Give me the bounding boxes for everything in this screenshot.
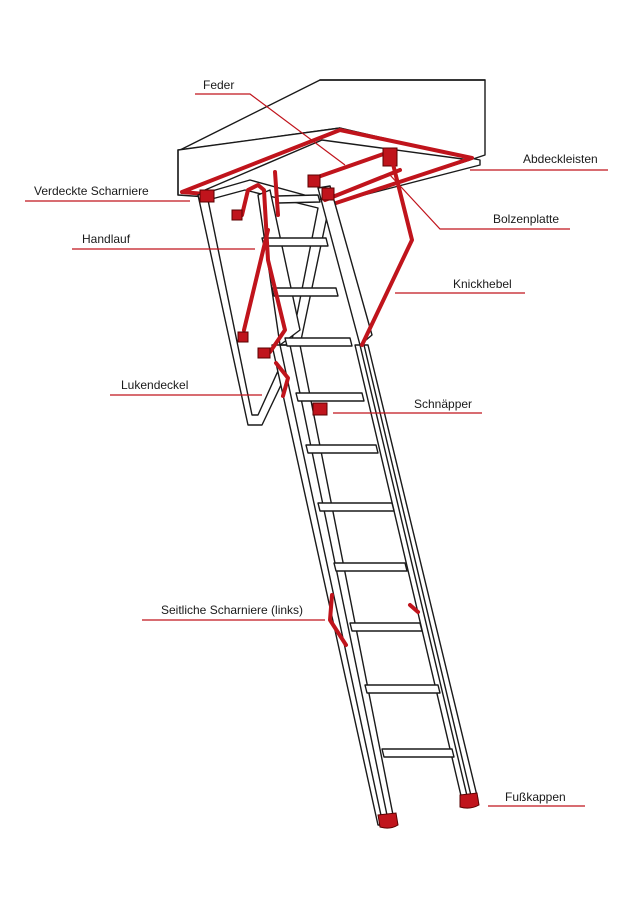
side-hinges xyxy=(328,593,420,647)
label-lukendeckel: Lukendeckel xyxy=(121,378,189,392)
label-bolzenplatte: Bolzenplatte xyxy=(493,212,560,226)
spring xyxy=(313,148,402,202)
label-handlauf: Handlauf xyxy=(82,232,131,246)
leader-feder xyxy=(195,93,346,166)
ceiling-frame xyxy=(177,79,486,206)
label-seitliche-scharniere: Seitliche Scharniere (links) xyxy=(161,603,304,617)
leader-lines xyxy=(25,93,608,807)
knee-lever xyxy=(273,158,414,347)
label-schnaepper: Schnäpper xyxy=(414,397,473,411)
label-abdeckleisten: Abdeckleisten xyxy=(523,152,598,166)
concealed-hinges xyxy=(199,187,335,203)
label-feder: Feder xyxy=(203,78,235,92)
leader-bolzenplatte xyxy=(389,174,570,230)
ladder-steps xyxy=(261,194,455,758)
label-knickhebel: Knickhebel xyxy=(453,277,512,291)
label-verdeckte-scharniere: Verdeckte Scharniere xyxy=(34,184,149,198)
label-fusskappen: Fußkappen xyxy=(505,790,566,804)
bolt-plate xyxy=(307,147,398,188)
latch xyxy=(274,361,328,416)
handrail xyxy=(231,183,287,359)
foot-caps xyxy=(377,792,480,829)
